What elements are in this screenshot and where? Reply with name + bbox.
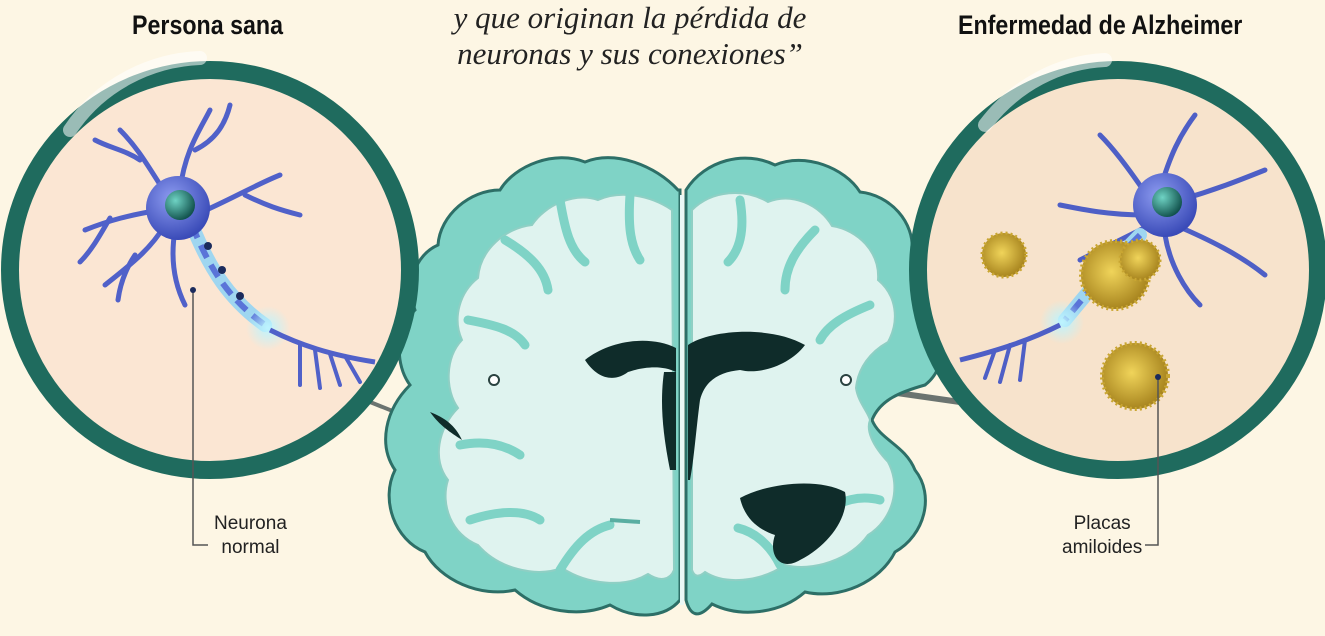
amyloid-plaques [980,231,1170,411]
alzheimer-neuron-magnifier [909,53,1325,479]
healthy-person-title: Persona sana [132,10,284,40]
amyloid-plaques-label-line1: Placas [1073,513,1131,534]
right-temporal-horn [740,483,846,564]
healthy-neuron-magnifier [1,51,419,479]
quote-text: y que originan la pérdida de neuronas y … [410,0,850,72]
healthy-label-leader [192,290,208,546]
left-ventricle [585,340,676,378]
right-magnifier-ring [909,61,1325,479]
healthy-neuron-label: Neurona normal [214,512,287,560]
healthy-neuron-nucleus [165,190,195,220]
amyloid-plaques-label: Placas amiloides [1062,512,1142,560]
left-magnifier-ring [1,61,419,479]
alzheimer-title: Enfermedad de Alzheimer [958,10,1243,40]
alzheimer-neuron-nucleus [1152,187,1182,217]
plaque-label-leader [1145,377,1159,546]
quote-line-2: neuronas y sus conexiones” [457,36,803,71]
brain-section [384,156,944,617]
right-ventricle [688,331,805,480]
quote-line-1: y que originan la pérdida de [453,0,807,35]
healthy-neuron-label-line2: normal [221,537,280,558]
healthy-neuron-label-line1: Neurona [214,513,287,534]
amyloid-plaques-label-line2: amiloides [1062,537,1143,558]
